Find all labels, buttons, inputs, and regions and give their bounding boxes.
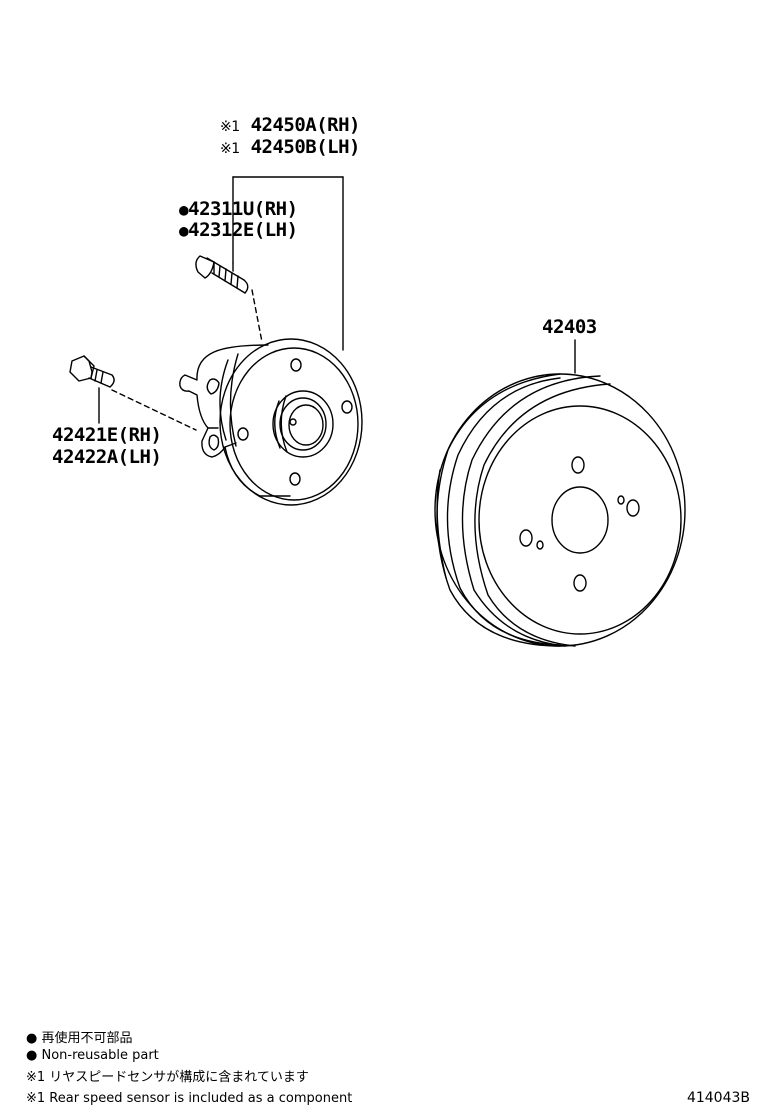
callout-drum[interactable]: 42403 (542, 316, 597, 338)
leader-lines (98, 176, 576, 431)
part-number: 42450B(LH) (250, 136, 361, 158)
hub-bearing-assembly (179, 338, 363, 506)
legend-sensor-jp: ※1 リヤスピードセンサが構成に含まれています (26, 1070, 309, 1085)
callout-hub-lh[interactable]: ※1 42450B(LH) (220, 136, 360, 160)
nonreusable-mark: ● (179, 221, 189, 240)
callout-screw-rh[interactable]: 42421E(RH) (52, 424, 162, 446)
part-number: 42311U(RH) (188, 198, 298, 220)
legend-sensor-en: ※1 Rear speed sensor is included as a co… (26, 1091, 353, 1106)
part-number: 42403 (542, 316, 597, 338)
hub-bolt (195, 255, 249, 294)
callout-bolt-rh[interactable]: ●42311U(RH) (179, 198, 298, 221)
callout-screw-lh[interactable]: 42422A(LH) (52, 446, 162, 468)
part-number: 42421E(RH) (52, 424, 162, 446)
sensor-mark: ※1 (220, 141, 240, 157)
part-number: 42422A(LH) (52, 446, 162, 468)
sensor-mark: ※1 (220, 119, 240, 135)
legend-nonreusable-en: ● Non-reusable part (26, 1048, 159, 1063)
callout-bolt-lh[interactable]: ●42312E(LH) (179, 219, 298, 242)
part-number: 42450A(RH) (250, 114, 361, 136)
legend-nonreusable-jp: ● 再使用不可部品 (26, 1031, 133, 1046)
diagram-code: 414043B (686, 1090, 750, 1106)
brake-drum (434, 373, 686, 647)
nonreusable-mark: ● (179, 200, 189, 219)
callout-hub-rh[interactable]: ※1 42450A(RH) (220, 114, 360, 138)
flange-bolt (69, 355, 115, 388)
part-number: 42312E(LH) (188, 219, 298, 241)
